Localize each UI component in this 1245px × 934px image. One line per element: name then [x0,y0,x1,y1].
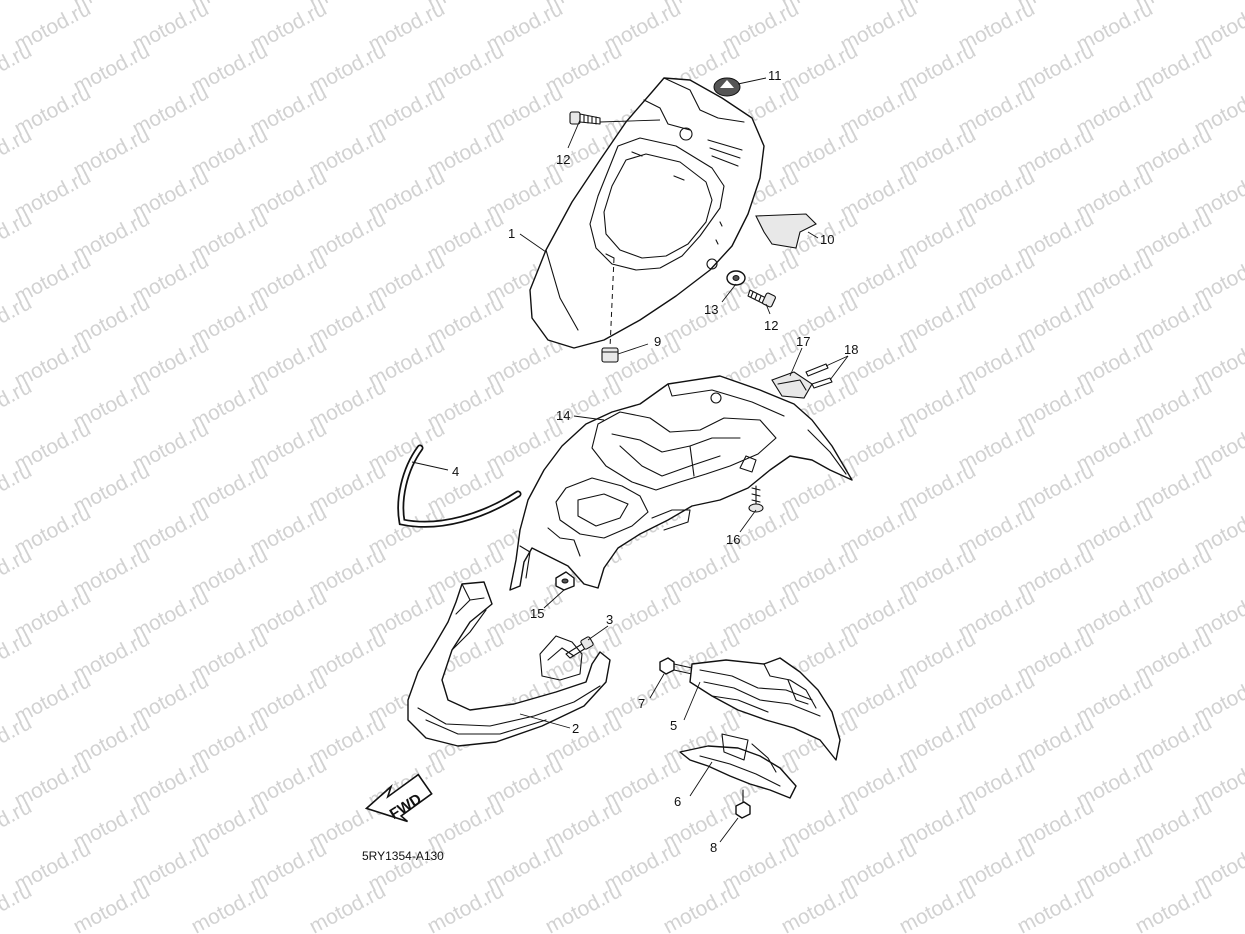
callout-10: 10 [820,232,834,247]
part-inner-fender [509,375,853,591]
callout-3: 3 [606,612,613,627]
callout-15: 15 [530,606,544,621]
callout-8: 8 [710,840,717,855]
watermark-text: motod.ru [70,879,154,934]
callout-13: 13 [704,302,718,317]
watermark-text: motod.ru [1132,879,1216,934]
part-emblem [713,77,741,97]
watermark-text: motod.ru [424,879,508,934]
callout-7: 7 [638,696,645,711]
callout-6: 6 [674,794,681,809]
callout-1: 1 [508,226,515,241]
callout-4: 4 [452,464,459,479]
watermark-text: motod.ru [542,879,626,934]
callout-18: 18 [844,342,858,357]
part-clip-screws [805,363,833,389]
part-screw-upper [569,111,601,125]
callout-14: 14 [556,408,570,423]
part-screw-lower [747,289,776,308]
watermark-text: motod.ru [660,879,744,934]
part-bracket-plate [689,657,841,761]
callout-16: 16 [726,532,740,547]
part-seal-strip [397,444,522,528]
watermark-text: motod.ru [306,879,390,934]
part-screw-3 [565,636,594,659]
callout-17: 17 [796,334,810,349]
part-decal [755,213,817,249]
part-bolt-16 [748,485,764,513]
part-bolt-8 [735,789,751,819]
leader-lines [411,77,849,843]
watermark-text: motod.ru [778,879,862,934]
part-screw-7 [659,657,693,675]
part-clip [771,371,813,399]
part-lower-cover [407,581,611,747]
watermark-text: motod.ru [188,879,272,934]
callout-2: 2 [572,721,579,736]
watermark-text: motod.ru [1014,879,1098,934]
callout-5: 5 [670,718,677,733]
callout-12-lower: 12 [764,318,778,333]
watermark-text: motod.ru [896,879,980,934]
part-nut-15 [555,571,575,591]
part-washer [726,270,746,286]
callout-labels: 1 2 3 4 5 6 7 8 9 10 11 12 12 13 14 15 1… [452,68,858,855]
callout-11: 11 [768,68,782,83]
callout-9: 9 [654,334,661,349]
callout-12-upper: 12 [556,152,570,167]
diagram-code: 5RY1354-A130 [362,849,444,863]
part-nut [601,257,619,363]
watermark-text: motod.ru [0,0,36,14]
part-front-cover [529,77,765,349]
part-shield [679,733,797,799]
